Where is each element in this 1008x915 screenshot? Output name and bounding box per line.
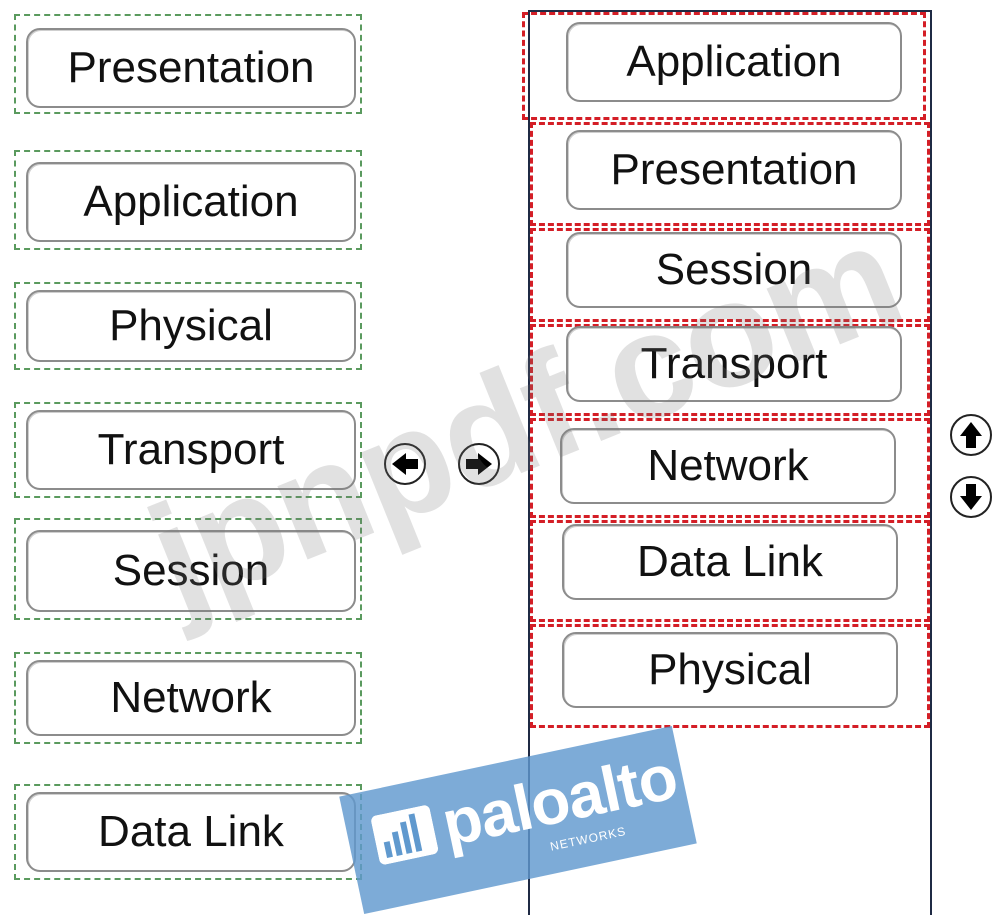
source-item-presentation[interactable]: Presentation (26, 28, 356, 108)
source-item-network[interactable]: Network (26, 660, 356, 736)
source-item-session[interactable]: Session (26, 530, 356, 612)
answer-item-session[interactable]: Session (566, 232, 902, 308)
target-slot-1[interactable] (522, 12, 926, 120)
source-item-application[interactable]: Application (26, 162, 356, 242)
logo-bars-icon (371, 805, 439, 865)
target-slot-6[interactable] (530, 520, 930, 622)
answer-item-transport[interactable]: Transport (566, 326, 902, 402)
source-slot-6 (14, 652, 362, 744)
right-arrow-icon (466, 453, 492, 475)
source-slot-3 (14, 282, 362, 370)
left-arrow-icon (392, 453, 418, 475)
up-arrow-icon (960, 422, 982, 448)
source-slot-5 (14, 518, 362, 620)
source-slot-4 (14, 402, 362, 498)
answer-item-application[interactable]: Application (566, 22, 902, 102)
target-slot-2[interactable] (530, 122, 930, 226)
answer-item-presentation[interactable]: Presentation (566, 130, 902, 210)
target-slot-5[interactable] (530, 418, 930, 518)
target-slot-3[interactable] (530, 228, 930, 322)
source-item-data-link[interactable]: Data Link (26, 792, 356, 872)
target-slot-4[interactable] (530, 324, 930, 416)
answer-item-network[interactable]: Network (560, 428, 896, 504)
source-item-transport[interactable]: Transport (26, 410, 356, 490)
source-item-physical[interactable]: Physical (26, 290, 356, 362)
target-slot-7[interactable] (530, 624, 930, 728)
left-arrow-button[interactable] (384, 443, 426, 485)
source-slot-2 (14, 150, 362, 250)
answer-item-physical[interactable]: Physical (562, 632, 898, 708)
down-arrow-icon (960, 484, 982, 510)
up-arrow-button[interactable] (950, 414, 992, 456)
answer-item-data-link[interactable]: Data Link (562, 524, 898, 600)
right-arrow-button[interactable] (458, 443, 500, 485)
source-slot-1 (14, 14, 362, 114)
down-arrow-button[interactable] (950, 476, 992, 518)
answer-column-frame (528, 10, 932, 915)
